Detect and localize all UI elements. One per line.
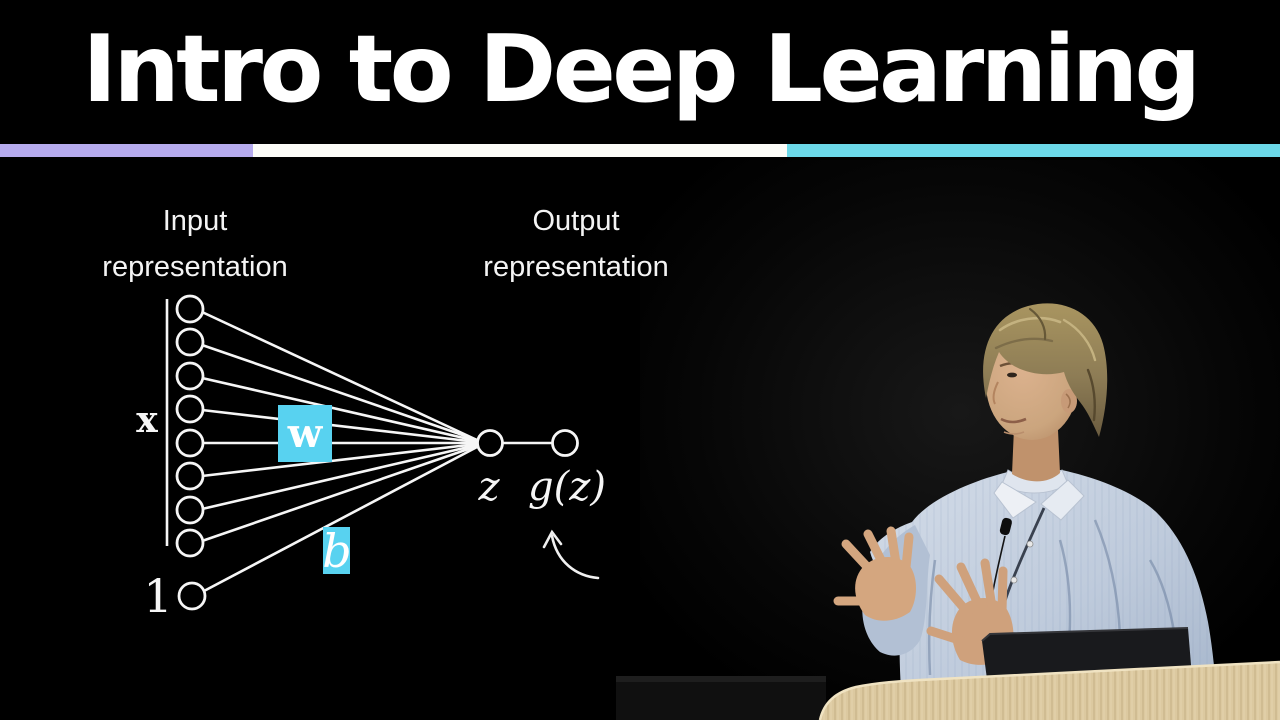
neuron-diagram: Input representation Output representati… — [102, 205, 668, 623]
preactivation-label: z — [477, 464, 500, 510]
podium-wood-grain — [820, 662, 1280, 720]
accent-bar-purple-segment — [0, 144, 253, 157]
podium — [818, 660, 1280, 720]
lecturer-face-features — [992, 362, 1027, 435]
podium-edge-highlight — [818, 660, 1280, 720]
output-heading-line2: representation — [483, 251, 668, 283]
input-node-2 — [175, 327, 205, 357]
lecturer-hair-highlights — [994, 307, 1097, 422]
accent-bar-cyan-segment — [787, 144, 1280, 157]
lecture-video-region — [616, 160, 1280, 720]
input-heading-line2: representation — [102, 251, 287, 283]
activation-arrow — [542, 529, 600, 580]
slide-title: Intro to Deep Learning — [82, 15, 1201, 123]
bias-connection-line — [203, 445, 478, 593]
input-heading-line1: Input — [163, 205, 228, 237]
lecturer-hair — [983, 303, 1108, 437]
preactivation-node — [476, 429, 504, 457]
input-nodes — [175, 294, 579, 611]
weight-label: w — [287, 410, 324, 457]
bias-box — [323, 527, 350, 574]
input-node-3 — [175, 361, 205, 391]
weight-box — [278, 405, 332, 462]
input-node-4 — [175, 394, 205, 424]
bias-label: b — [322, 524, 351, 578]
activation-label: g(z) — [528, 464, 606, 510]
input-node-6 — [175, 461, 205, 491]
bias-node — [177, 581, 207, 611]
accent-bar — [0, 144, 1280, 157]
input-node-8 — [175, 528, 205, 558]
bias-input-label: 1 — [143, 569, 172, 623]
stage-ledge — [616, 676, 826, 720]
stage-ledge-top — [616, 676, 826, 682]
input-node-7 — [175, 495, 205, 525]
lecturer-neck — [1012, 428, 1060, 482]
lecturer-ear — [1061, 389, 1077, 413]
input-node-1 — [175, 294, 205, 324]
connection-lines — [201, 310, 553, 593]
accent-bar-white-segment — [253, 144, 787, 157]
activation-node — [551, 429, 579, 457]
input-vector-label: x — [136, 399, 158, 441]
stage-ledge-face — [616, 676, 826, 720]
output-heading-line1: Output — [532, 205, 619, 237]
input-node-5 — [175, 428, 205, 458]
